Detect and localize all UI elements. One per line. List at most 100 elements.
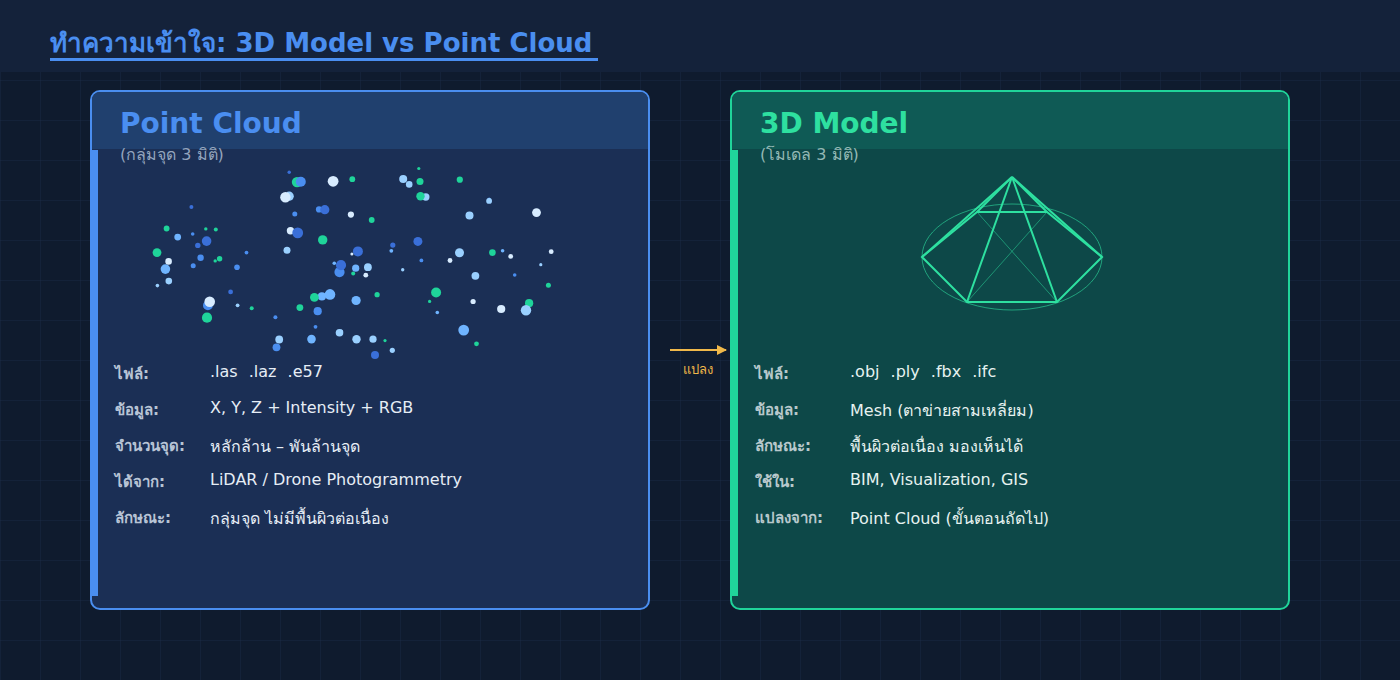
cloud-point [191,232,195,236]
point-cloud-panel: Point Cloud(กลุ่มจุด 3 มิติ)ไฟล์:.las .l… [90,90,650,610]
field-value: LiDAR / Drone Photogrammetry [210,470,462,489]
field-value: Point Cloud (ขั้นตอนถัดไป) [850,506,1049,531]
cloud-point [539,263,542,266]
cloud-point [350,253,353,256]
cloud-point [457,177,463,183]
cloud-point [497,305,505,313]
field-value: Mesh (ตาข่ายสามเหลี่ยม) [850,398,1034,423]
cloud-point [204,296,215,307]
convert-arrow [670,349,726,351]
field-value: พื้นผิวต่อเนื่อง มองเห็นได้ [850,434,1023,459]
cloud-point [474,341,479,346]
cloud-point [416,192,424,200]
cloud-point [202,236,212,246]
cloud-point [348,212,354,218]
cloud-point [288,171,291,174]
cloud-point [413,237,422,246]
field-value: หลักล้าน – พันล้านจุด [210,434,360,459]
cloud-point [153,248,162,257]
cloud-point [389,249,393,253]
edge-label: แปลง [681,359,715,380]
field-label: จำนวนจุด: [115,434,185,458]
panel-heading: 3D Model [760,107,908,140]
cloud-point [364,263,372,271]
cloud-point [273,343,281,351]
cloud-point [314,307,322,315]
cloud-point [371,351,379,359]
cloud-point [390,243,395,248]
cloud-point [314,325,318,329]
field-value: .obj .ply .fbx .ifc [850,362,996,381]
cloud-point [161,264,171,274]
cloud-point [310,293,319,302]
cloud-point [399,175,407,183]
cloud-point [189,205,193,209]
panel-subtitle: (กลุ่มจุด 3 มิติ) [120,142,224,167]
field-label: ได้จาก: [115,470,165,494]
cloud-point [352,265,359,272]
panel-illustration [92,92,650,610]
cloud-point [472,272,480,280]
cloud-point [351,272,355,276]
cloud-point [417,178,424,185]
cloud-point [156,284,160,288]
field-label: ลักษณะ: [115,506,171,530]
cloud-point [349,176,355,182]
cloud-point [458,325,469,336]
cloud-point [284,247,291,254]
cloud-point [352,335,360,343]
cloud-point [318,235,327,244]
diagram-title: ทำความเข้าใจ: 3D Model vs Point Cloud [50,22,592,63]
cloud-point [549,249,554,254]
cloud-point [297,304,304,311]
cloud-point [369,217,375,223]
cloud-point [436,311,440,315]
cloud-point [501,249,505,253]
cloud-point [273,315,277,319]
cloud-point [352,296,361,305]
cloud-point [546,283,551,288]
cloud-point [448,258,453,263]
cloud-point [513,273,517,277]
cloud-point [292,212,297,217]
cloud-point [214,228,218,232]
cloud-point [318,292,326,300]
panel-illustration [732,92,1290,610]
cloud-point [280,192,290,202]
cloud-point [228,290,233,295]
cloud-point [521,305,531,315]
field-label: ไฟล์: [755,362,789,386]
cloud-point [197,255,203,261]
cloud-point [204,227,207,230]
cloud-point [428,300,431,303]
cloud-point [353,246,363,256]
field-label: ไฟล์: [115,362,149,386]
cloud-point [191,263,196,268]
field-value: .las .laz .e57 [210,362,323,381]
cloud-point [275,336,283,344]
header-band [92,92,650,149]
cloud-point [202,313,212,323]
cloud-point [166,278,173,285]
cloud-point [455,248,464,257]
field-value: BIM, Visualization, GIS [850,470,1028,489]
mesh-wireframe [922,177,1102,310]
cloud-point [375,292,380,297]
cloud-point [292,228,303,239]
cloud-point [369,336,376,343]
cloud-point [165,258,172,265]
cloud-point [307,335,316,344]
cloud-point [320,205,329,214]
field-label: ใช้ใน: [755,470,795,494]
cloud-point [336,329,344,337]
header-band [732,92,1290,149]
cloud-point [214,259,217,262]
cloud-point [420,259,424,263]
cloud-point [390,348,395,353]
panel-subtitle: (โมเดล 3 มิติ) [760,142,859,167]
cloud-point [296,177,306,187]
cloud-point [325,289,336,300]
accent-bar [732,150,738,596]
model-panel: 3D Model(โมเดล 3 มิติ) ไฟล์: .obj .ply .fb… [730,90,1290,610]
cloud-point [489,249,496,256]
